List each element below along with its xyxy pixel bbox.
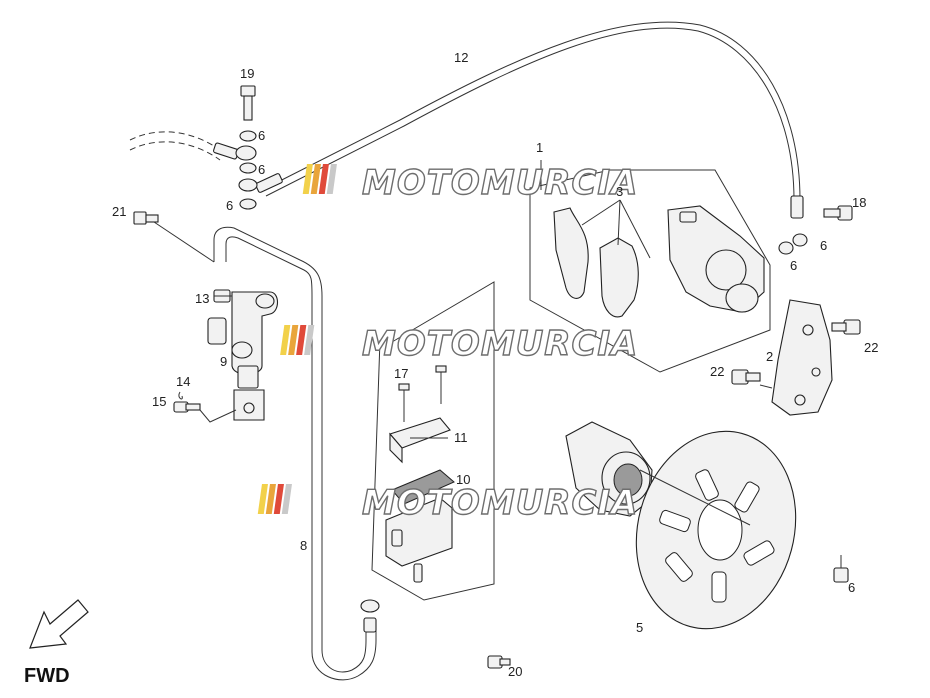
hose-clamp — [360, 599, 380, 633]
callout-18: 18 — [852, 195, 866, 210]
callout-22: 22 — [864, 340, 878, 355]
callout-6: 6 — [226, 198, 233, 213]
fwd-label: FWD — [24, 665, 70, 687]
callout-6: 6 — [820, 238, 827, 253]
callout-14: 14 — [176, 374, 190, 389]
bolt-22-lower — [731, 369, 761, 385]
watermark-middle: MOTOMURCIA — [280, 323, 638, 365]
watermark-stripe — [304, 325, 315, 355]
callout-19: 19 — [240, 66, 254, 81]
watermark-bottom: MOTOMURCIA — [257, 482, 638, 524]
master-cylinder-9 — [207, 289, 279, 421]
watermark-stripe — [318, 164, 329, 194]
watermark-stripe — [257, 484, 268, 514]
banjo-fitting-left — [213, 142, 283, 193]
callout-22: 22 — [710, 364, 724, 379]
watermark-stripe — [296, 325, 307, 355]
callout-17: 17 — [394, 366, 408, 381]
brake-hub — [565, 421, 653, 517]
watermark-text: MOTOMURCIA — [362, 163, 638, 203]
callout-11: 11 — [454, 430, 468, 445]
callout-13: 13 — [195, 291, 209, 306]
banjo-bolt-19 — [239, 85, 257, 210]
watermark-stripe — [310, 164, 321, 194]
clevis-pin-15 — [173, 391, 237, 423]
callout-10: 10 — [456, 472, 470, 487]
callout-6: 6 — [848, 580, 855, 595]
callout-labels: 1 2 3 5 6 6 6 6 6 6 8 9 10 11 12 13 14 1… — [112, 50, 878, 679]
callout-9: 9 — [220, 354, 227, 369]
callout-21: 21 — [112, 204, 126, 219]
watermark-stripe — [281, 484, 292, 514]
watermark-stripe — [273, 484, 284, 514]
watermark-text: MOTOMURCIA — [362, 324, 638, 364]
forward-arrow-icon — [29, 599, 89, 649]
callout-15: 15 — [152, 394, 166, 409]
reservoir-assembly — [371, 281, 495, 601]
watermark-stripe — [265, 484, 276, 514]
callout-3: 3 — [616, 184, 623, 199]
watermark-text: MOTOMURCIA — [362, 483, 638, 523]
watermark-top: MOTOMURCIA — [302, 162, 638, 204]
callout-6: 6 — [258, 128, 265, 143]
bolt-20 — [487, 655, 511, 669]
watermark-stripe — [280, 325, 291, 355]
callout-8: 8 — [300, 538, 307, 553]
watermark-stripe — [302, 164, 313, 194]
callout-20: 20 — [508, 664, 522, 679]
banjo-bolt-18 — [778, 205, 853, 255]
brake-pipe-8 — [213, 226, 377, 681]
disc-bolt-16 — [833, 555, 849, 583]
watermark-stripe — [326, 164, 337, 194]
caliper-assembly-1 — [529, 169, 771, 373]
watermark-stripe — [288, 325, 299, 355]
callout-6: 6 — [790, 258, 797, 273]
callout-6: 6 — [258, 162, 265, 177]
bolt-22-upper — [831, 319, 861, 335]
callout-2: 2 — [766, 349, 773, 364]
dashed-hose — [129, 131, 221, 151]
brake-disc-5 — [635, 430, 797, 630]
brake-hose-12 — [261, 21, 804, 219]
bolt-21 — [133, 211, 159, 225]
callout-12: 12 — [454, 50, 468, 65]
caliper-bracket-2 — [771, 299, 833, 416]
forward-indicator: FWD — [24, 599, 89, 687]
dashed-hose-lower — [129, 141, 221, 161]
callout-5: 5 — [636, 620, 643, 635]
callout-1: 1 — [536, 140, 543, 155]
leader-lines — [153, 160, 773, 526]
